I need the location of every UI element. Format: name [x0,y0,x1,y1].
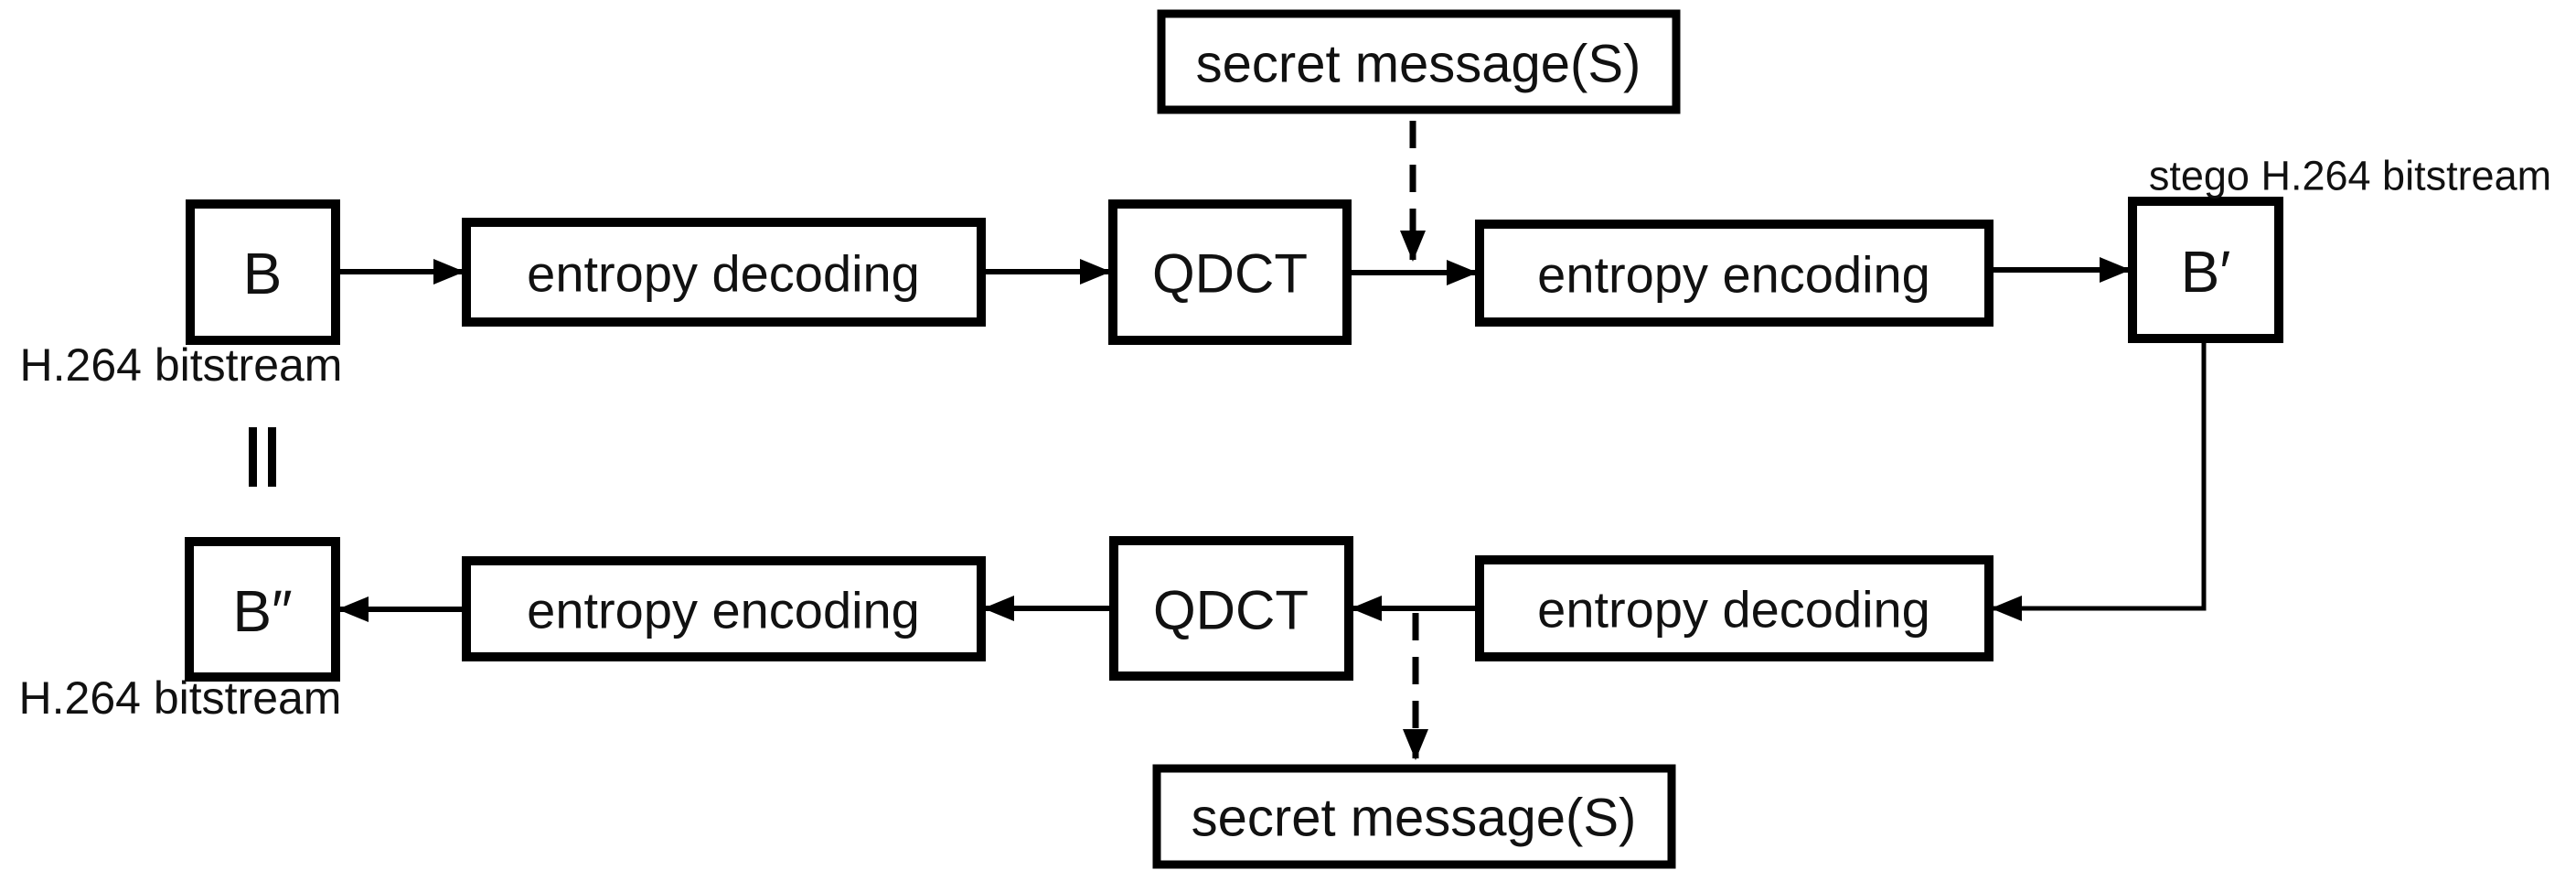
secret-message-top-box [1157,9,1681,114]
entropy-encoding-bottom-label: entropy encoding [527,582,920,639]
connector-bprime-to-extraction [1991,338,2207,621]
entropy-decoding-top-label: entropy decoding [527,245,920,303]
entropy-decoding-bottom-box [1475,555,1993,661]
equivalence-symbol [249,427,276,487]
input-b-caption: H.264 bitstream [20,339,343,391]
qdct-top-label: QDCT [1152,243,1308,305]
stego-bitstream-caption: stego H.264 bitstream [2149,153,2551,199]
qdct-bottom-box [1109,536,1353,681]
secret-message-bottom-label: secret message(S) [1192,789,1637,848]
bdoubleprime-label: B″ [232,578,292,644]
secret-message-bottom-box [1152,764,1676,869]
qdct-top-box [1108,199,1352,345]
bdoubleprime-box [185,537,340,682]
qdct-bottom-label: QDCT [1153,580,1309,641]
entropy-encoding-top-label: entropy encoding [1537,246,1930,304]
entropy-encoding-top-box [1475,220,1993,327]
input-b-label: B [243,241,283,306]
entropy-decoding-bottom-label: entropy decoding [1537,581,1930,639]
secret-message-top-label: secret message(S) [1196,35,1641,94]
bdoubleprime-caption: H.264 bitstream [19,672,342,724]
bprime-label: B′ [2181,239,2231,305]
